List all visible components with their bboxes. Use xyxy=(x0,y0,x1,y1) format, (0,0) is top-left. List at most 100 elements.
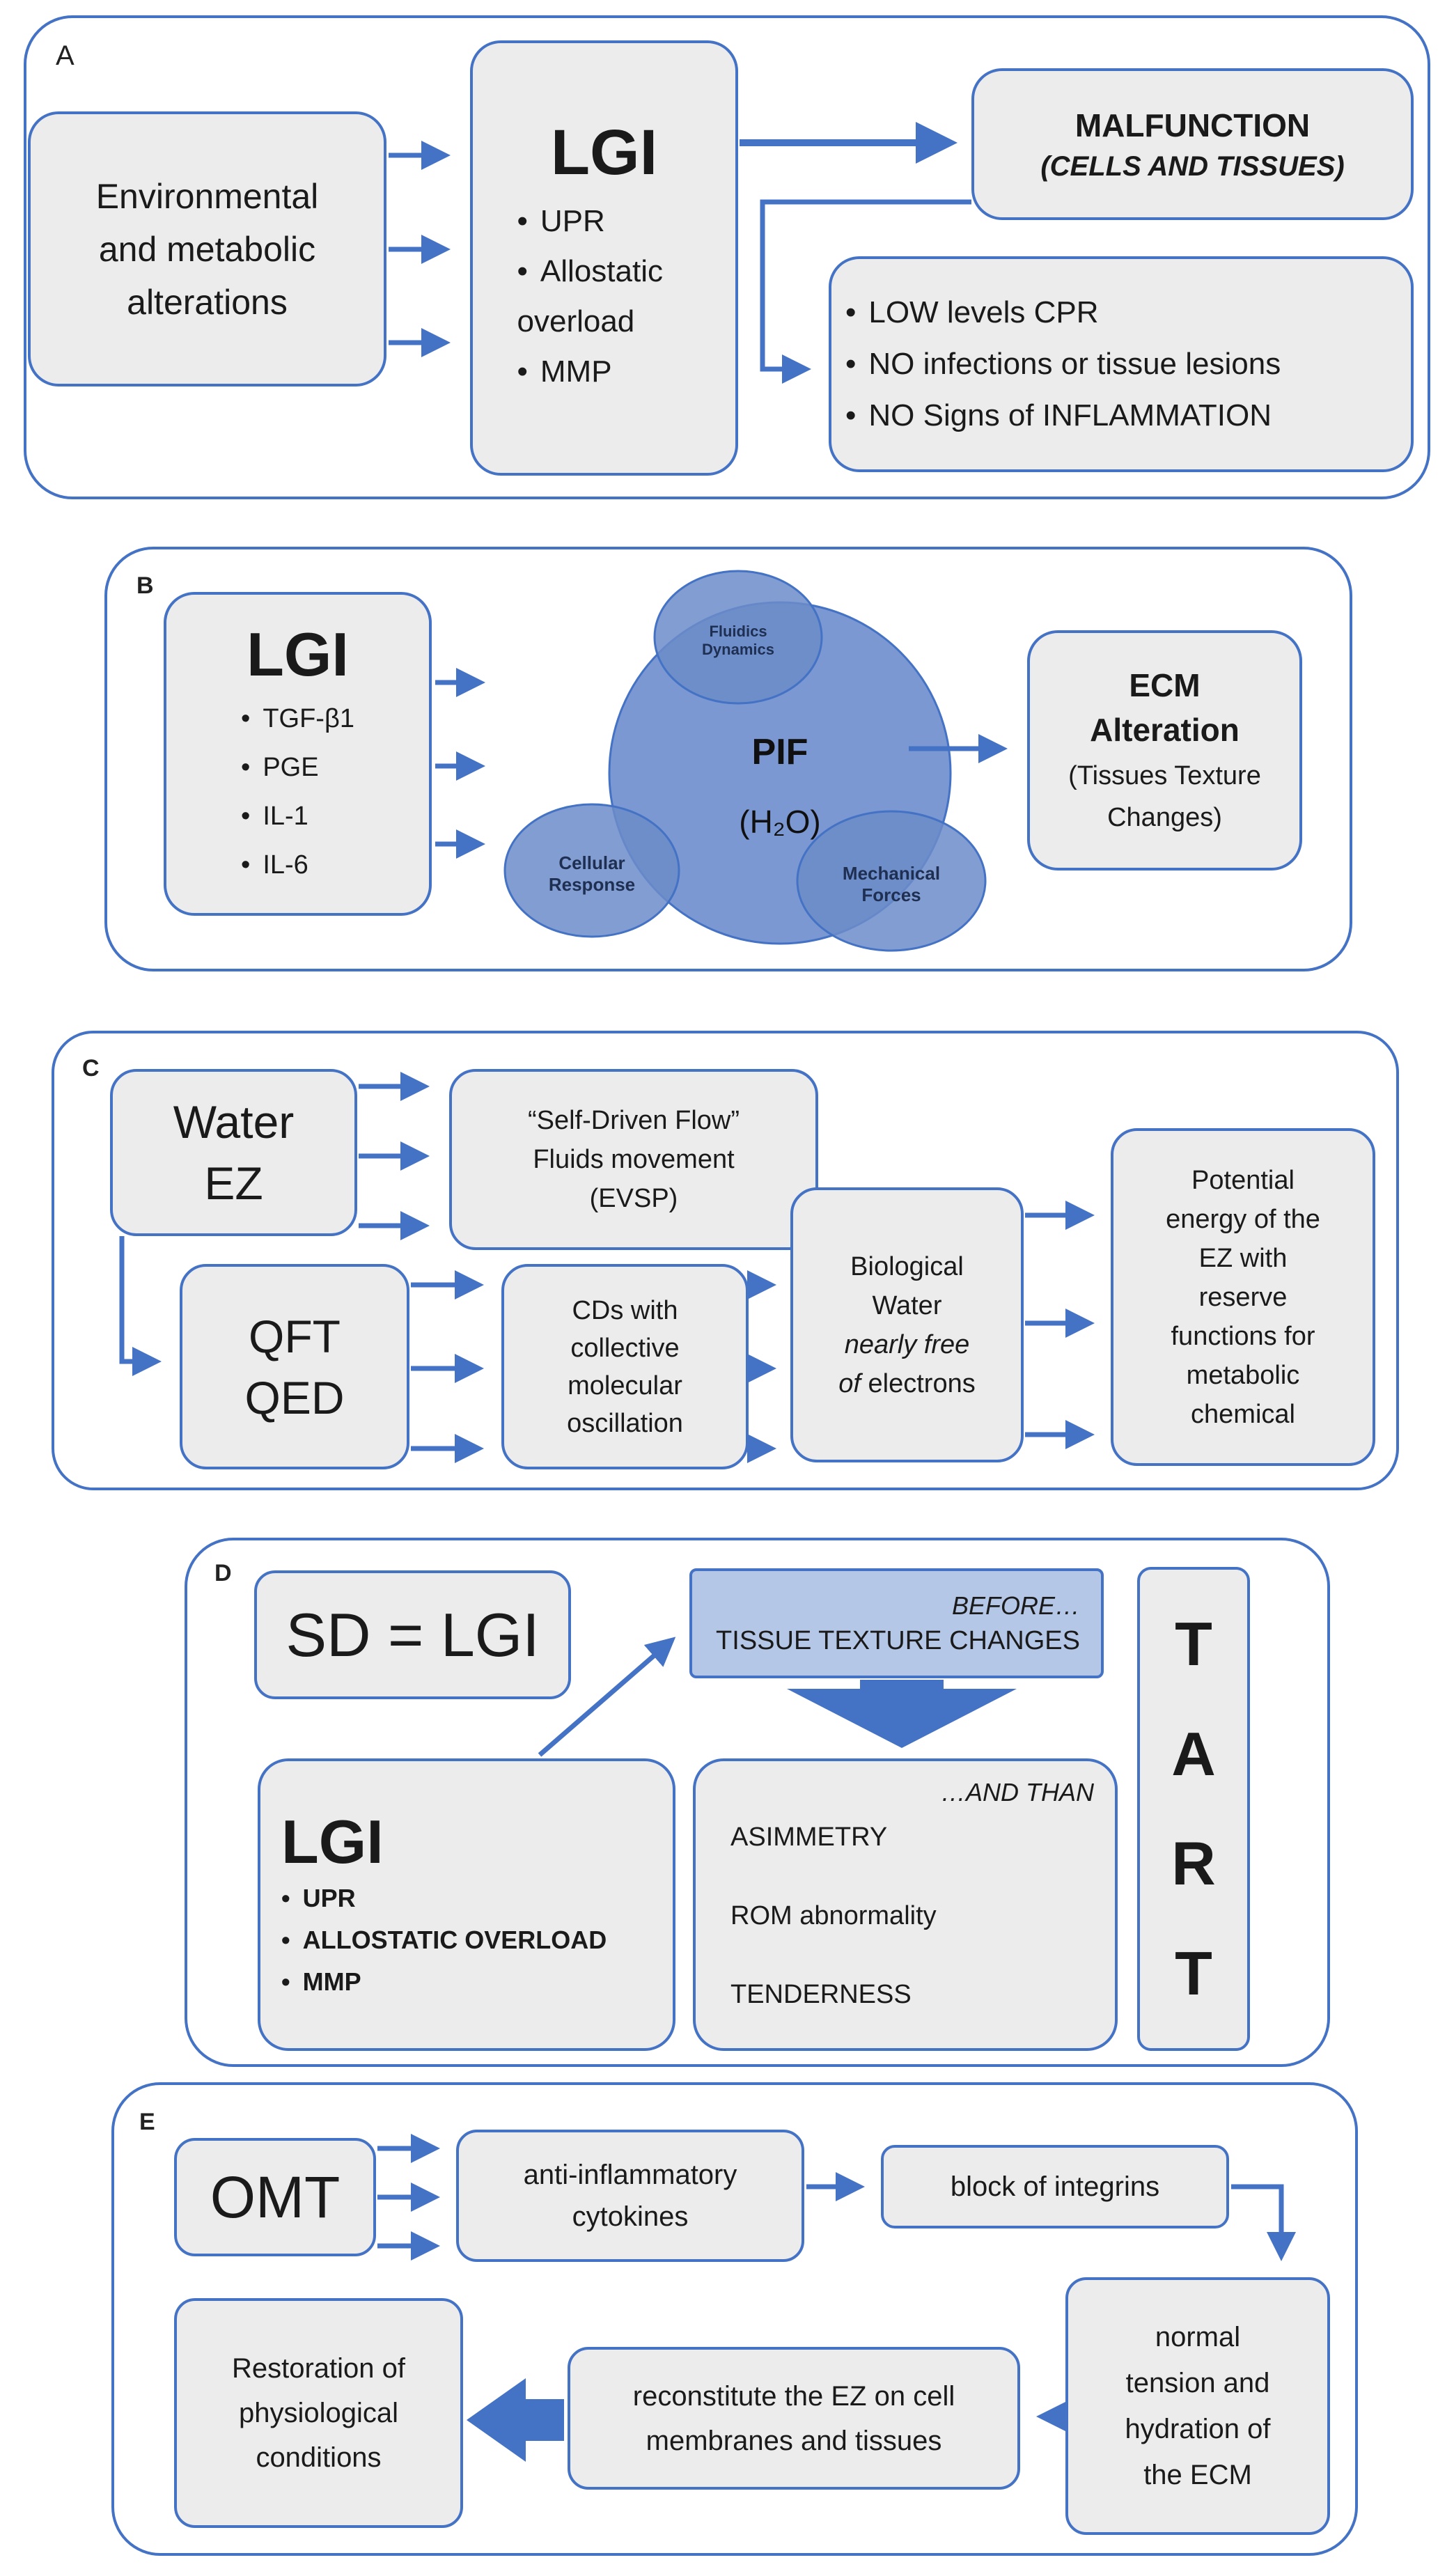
and-than-box: …AND THAN ASIMMETRY ROM abnormality TEND… xyxy=(693,1758,1118,2051)
water-ez-box: Water EZ xyxy=(110,1069,357,1236)
finding-no-inflammation: NO Signs of INFLAMMATION xyxy=(845,390,1281,442)
normal-line-4: the ECM xyxy=(1143,2460,1252,2490)
tart-t1: T xyxy=(1175,1609,1212,1678)
potential-line-5: functions for xyxy=(1171,1321,1315,1351)
block-integrins-box: block of integrins xyxy=(881,2145,1229,2228)
tart-r: R xyxy=(1171,1829,1216,1898)
tart-t2: T xyxy=(1175,1939,1212,2008)
ecm-sub: (Tissues Texture Changes) xyxy=(1068,760,1261,832)
lgi-item-allostatic: Allostatic overload xyxy=(517,247,691,347)
env-line-1: Environmental xyxy=(95,176,319,216)
reconstitute-line-2: membranes and tissues xyxy=(646,2425,942,2456)
normal-line-1: normal xyxy=(1155,2322,1241,2352)
block-integrins-text: block of integrins xyxy=(950,2171,1160,2202)
qft-qed-text: QFT QED xyxy=(244,1310,345,1423)
tart-box: T A R T xyxy=(1137,1567,1250,2051)
finding-tenderness: TENDERNESS xyxy=(730,1980,912,2009)
and-than-text: …AND THAN xyxy=(940,1778,1094,1806)
self-driven-box: “Self-Driven Flow” Fluids movement (EVSP… xyxy=(449,1069,818,1250)
finding-no-infections: NO infections or tissue lesions xyxy=(845,338,1281,390)
qft-qed-box: QFT QED xyxy=(180,1264,409,1469)
ttc-text: TISSUE TEXTURE CHANGES xyxy=(716,1625,1080,1655)
anti-line-2: cytokines xyxy=(572,2201,689,2232)
env-line-2: and metabolic xyxy=(98,229,316,269)
env-alterations-box: Environmental and metabolic alterations xyxy=(28,111,386,387)
lgi-item-mmp: MMP xyxy=(517,347,691,397)
potential-energy-box: Potential energy of the EZ with reserve … xyxy=(1111,1128,1375,1466)
cds-line-3: molecular xyxy=(568,1371,682,1400)
sd-lgi-text: SD = LGI xyxy=(286,1600,540,1669)
lgi-d-upr: UPR xyxy=(281,1878,607,1919)
lgi-title-d: LGI xyxy=(281,1807,384,1876)
restoration-line-3: conditions xyxy=(256,2442,382,2473)
lgi-item-upr: UPR xyxy=(517,196,691,247)
findings-box-a: LOW levels CPR NO infections or tissue l… xyxy=(829,256,1414,472)
bio-water-line-3: nearly free xyxy=(844,1329,970,1359)
lgi-d-mmp: MMP xyxy=(281,1961,607,2003)
bio-water-box: Biological Water nearly free of electron… xyxy=(790,1187,1024,1462)
potential-line-3: EZ with xyxy=(1198,1243,1288,1273)
cytokine-il6: IL-6 xyxy=(241,841,354,889)
sd-lgi-box: SD = LGI xyxy=(254,1570,571,1699)
cds-line-1: CDs with xyxy=(572,1295,678,1325)
restoration-line-1: Restoration of xyxy=(231,2353,406,2384)
self-driven-line-1: “Self-Driven Flow” xyxy=(527,1106,740,1135)
reconstitute-line-1: reconstitute the EZ on cell xyxy=(632,2380,955,2412)
bio-water-line-2: Water xyxy=(872,1290,942,1320)
potential-line-7: chemical xyxy=(1191,1399,1295,1429)
before-text: BEFORE… xyxy=(951,1591,1080,1620)
normal-line-3: hydration of xyxy=(1125,2414,1271,2444)
reconstitute-box: reconstitute the EZ on cell membranes an… xyxy=(568,2347,1020,2490)
cds-line-4: oscillation xyxy=(567,1408,683,1438)
self-driven-line-3: (EVSP) xyxy=(589,1184,678,1213)
finding-asimmetry: ASIMMETRY xyxy=(730,1822,888,1852)
restoration-box: Restoration of physiological conditions xyxy=(174,2298,463,2528)
lgi-d-allostatic: ALLOSTATIC OVERLOAD xyxy=(281,1919,607,1961)
lgi-list-a: UPR Allostatic overload MMP xyxy=(517,196,691,397)
malfunction-title: MALFUNCTION xyxy=(1074,107,1311,143)
malfunction-sub: (CELLS AND TISSUES) xyxy=(1040,150,1345,182)
restoration-line-2: physiological xyxy=(238,2398,399,2428)
h2o-label: (H₂O) xyxy=(739,804,821,840)
panel-c-label: C xyxy=(82,1055,100,1082)
lgi-list-b: TGF-β1 PGE IL-1 IL-6 xyxy=(241,694,354,889)
cds-line-2: collective xyxy=(570,1333,680,1363)
panel-e-label: E xyxy=(139,2109,155,2135)
bio-water-line-4: of electrons xyxy=(838,1368,976,1398)
lgi-title-a: LGI xyxy=(550,117,658,188)
findings-list-a: LOW levels CPR NO infections or tissue l… xyxy=(845,287,1281,442)
potential-line-1: Potential xyxy=(1191,1165,1295,1195)
self-driven-line-2: Fluids movement xyxy=(533,1145,735,1174)
anti-inflammatory-box: anti-inflammatory cytokines xyxy=(456,2130,804,2262)
panel-d-label: D xyxy=(214,1560,232,1586)
panel-a-label: A xyxy=(56,40,75,71)
omt-box: OMT xyxy=(174,2138,376,2256)
lgi-box-d: LGI UPR ALLOSTATIC OVERLOAD MMP xyxy=(258,1758,675,2051)
finding-rom: ROM abnormality xyxy=(730,1901,937,1930)
lgi-box-b: LGI TGF-β1 PGE IL-1 IL-6 xyxy=(164,592,432,916)
cytokine-tgf: TGF-β1 xyxy=(241,694,354,743)
ttc-box: BEFORE… TISSUE TEXTURE CHANGES xyxy=(689,1568,1104,1678)
panel-b-label: B xyxy=(136,572,154,599)
lgi-box-a: LGI UPR Allostatic overload MMP xyxy=(470,40,738,476)
bio-water-line-1: Biological xyxy=(850,1251,964,1281)
pif-label: PIF xyxy=(751,732,808,772)
water-ez-text: Water EZ xyxy=(173,1096,295,1209)
ecm-box: ECM Alteration (Tissues Texture Changes) xyxy=(1027,630,1302,871)
finding-low-cpr: LOW levels CPR xyxy=(845,287,1281,338)
potential-line-2: energy of the xyxy=(1166,1204,1320,1234)
malfunction-box: MALFUNCTION (CELLS AND TISSUES) xyxy=(971,68,1414,220)
normal-tension-box: normal tension and hydration of the ECM xyxy=(1065,2277,1330,2535)
normal-line-2: tension and xyxy=(1125,2368,1270,2398)
potential-line-6: metabolic xyxy=(1186,1360,1300,1390)
cytokine-il1: IL-1 xyxy=(241,792,354,841)
lgi-list-d: UPR ALLOSTATIC OVERLOAD MMP xyxy=(281,1878,607,2003)
env-line-3: alterations xyxy=(127,282,288,322)
tart-a: A xyxy=(1171,1719,1216,1788)
omt-text: OMT xyxy=(210,2164,341,2230)
cytokine-pge: PGE xyxy=(241,743,354,792)
anti-line-1: anti-inflammatory xyxy=(523,2160,737,2190)
